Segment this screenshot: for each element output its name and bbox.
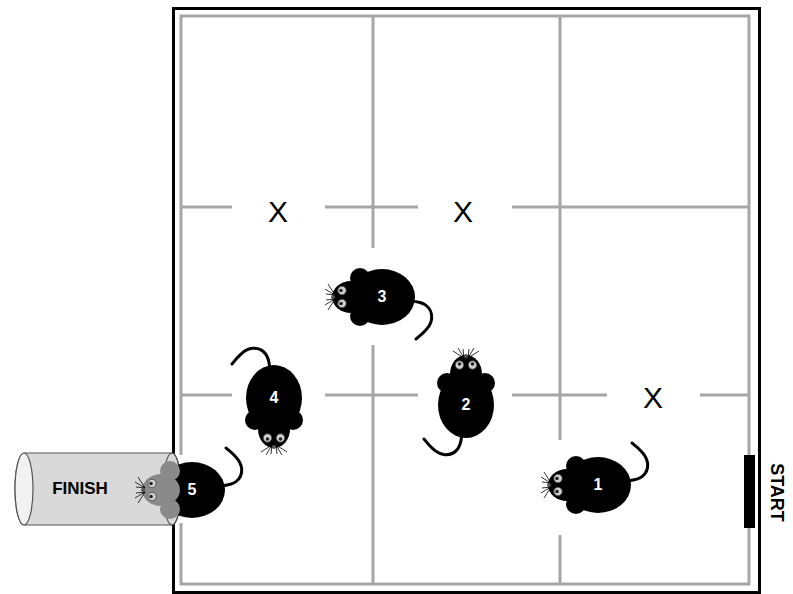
mouse-whisker <box>453 351 464 358</box>
mouse-pupil <box>339 302 343 306</box>
mouse-head <box>450 355 482 393</box>
mouse-whisker <box>544 487 551 498</box>
mouse-figure <box>325 268 432 339</box>
mouse-whisker <box>468 351 479 358</box>
mouse-eye <box>338 299 346 307</box>
mouse-whisker <box>276 445 287 452</box>
mouse-pupil <box>266 437 270 441</box>
mouse-eye <box>468 361 476 369</box>
mouse-whisker <box>544 472 551 483</box>
callout-number: 1 <box>594 476 603 494</box>
mouse-pupil <box>555 490 559 494</box>
mouse-eye <box>554 474 562 482</box>
number-holder: 1 <box>578 465 618 505</box>
mouse-tail <box>626 443 648 481</box>
mouse-nose <box>331 295 335 299</box>
finish-label: FINISH <box>52 479 108 499</box>
mouse-whisker <box>328 284 335 295</box>
mouse-eye <box>263 434 271 442</box>
mouse-eye <box>276 434 284 442</box>
mouse: 2 <box>446 385 486 425</box>
callout-number: 2 <box>462 396 471 414</box>
mouse-tail <box>232 348 270 370</box>
mouse-eye <box>148 492 156 500</box>
mouse-figure <box>424 348 495 455</box>
mouse-head <box>142 474 180 506</box>
mouse-tail <box>424 433 462 455</box>
start-door <box>744 455 755 528</box>
number-holder: 2 <box>446 385 486 425</box>
mouse-nose <box>464 354 468 358</box>
mouse: 5 <box>172 470 212 510</box>
mouse-figure <box>232 348 303 455</box>
mouse-nose <box>272 445 276 449</box>
number-holder: 5 <box>172 470 212 510</box>
maze-partitions <box>181 16 749 584</box>
mouse-nose <box>547 483 551 487</box>
mouse-pupil <box>279 437 283 441</box>
mouse-head <box>258 410 290 448</box>
number-holder: 3 <box>362 277 402 317</box>
callout-number: 5 <box>188 481 197 499</box>
tube-end <box>15 453 33 525</box>
mouse-tail <box>220 448 242 486</box>
blocked-mark: X <box>268 195 288 229</box>
mouse: 1 <box>578 465 618 505</box>
mouse: 4 <box>254 378 294 418</box>
mouse: 3 <box>362 277 402 317</box>
maze-inner-wall <box>181 16 749 584</box>
mouse-eye <box>554 487 562 495</box>
mouse-pupil <box>339 289 343 293</box>
mouse-pupil <box>458 362 462 366</box>
mouse-eye <box>455 361 463 369</box>
mouse-figure <box>135 448 242 519</box>
mouse-head <box>548 469 586 501</box>
callout-number: 3 <box>378 288 387 306</box>
mouse-tail <box>410 301 432 339</box>
start-label: START <box>765 463 786 522</box>
mouse-whisker <box>261 445 272 452</box>
finish-tube-shape <box>15 453 181 525</box>
mouse-whisker <box>138 492 145 503</box>
mouse-figure <box>541 443 648 514</box>
mouse-whisker <box>138 477 145 488</box>
maze-outer-wall <box>174 9 760 593</box>
mouse-pupil <box>471 362 475 366</box>
mouse-head <box>332 281 370 313</box>
mouse-eye <box>148 479 156 487</box>
mouse-pupil <box>149 495 153 499</box>
mouse-pupil <box>149 482 153 486</box>
callout-number: 4 <box>270 389 279 407</box>
mouse-eye <box>338 286 346 294</box>
mouse-whisker <box>328 299 335 310</box>
number-holder: 4 <box>254 378 294 418</box>
mouse-pupil <box>555 477 559 481</box>
blocked-mark: X <box>643 381 663 415</box>
tube-body <box>15 453 181 525</box>
blocked-mark: X <box>453 195 473 229</box>
mouse-nose <box>141 488 145 492</box>
